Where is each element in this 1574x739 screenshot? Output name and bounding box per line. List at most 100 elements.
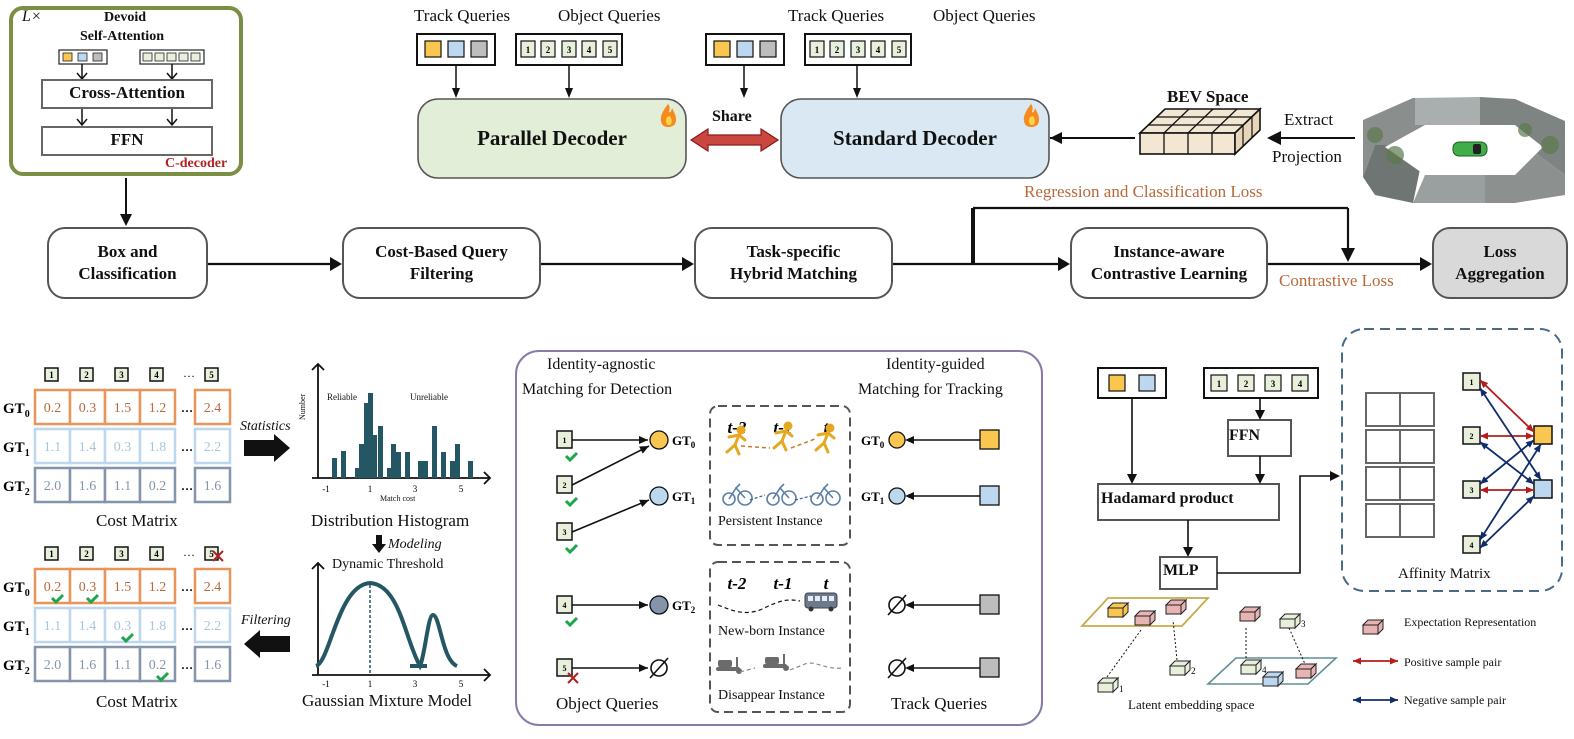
contrastive-learning-line1: Instance-aware xyxy=(1113,242,1225,261)
cost-cell xyxy=(68,466,107,504)
cost-cell xyxy=(138,645,177,683)
cost-cell xyxy=(138,427,177,465)
time-label: t-2 xyxy=(728,574,747,593)
gt-row-label: GT1 xyxy=(3,440,30,459)
query-id-text: 2 xyxy=(84,549,89,559)
hybrid-matching-panel xyxy=(515,350,1043,726)
cost-cell xyxy=(193,388,232,426)
cost-value: 0.3 xyxy=(114,619,132,634)
cost-cell xyxy=(193,606,232,644)
gmm-tick: -1 xyxy=(322,679,330,689)
histogram-bar xyxy=(332,458,337,478)
affinity-cell xyxy=(1365,503,1401,538)
svg-text:1: 1 xyxy=(526,45,531,55)
query-id-text: 1 xyxy=(49,370,54,380)
scooter-icon xyxy=(716,657,742,674)
loss-aggregation-line1: Loss xyxy=(1483,242,1517,261)
row-ellipsis: … xyxy=(181,580,193,594)
standard-decoder-label: Standard Decoder xyxy=(833,126,997,150)
svg-text:1: 1 xyxy=(815,45,820,55)
affinity-matrix-panel xyxy=(1341,328,1563,592)
negative-pair-arrow xyxy=(1479,439,1535,485)
dynamic-threshold-label: Dynamic Threshold xyxy=(332,557,444,572)
object-queries-label-right: Object Queries xyxy=(933,6,1036,25)
svg-text:3: 3 xyxy=(856,45,861,55)
affinity-cell xyxy=(1365,429,1401,464)
time-label: t xyxy=(824,574,830,593)
cost-cell xyxy=(193,567,232,605)
cost-value: 1.2 xyxy=(149,401,167,416)
match-arrow xyxy=(571,445,650,486)
affinity-cell xyxy=(1399,466,1435,501)
bev-space-graphic xyxy=(1050,97,1565,203)
mlp-node xyxy=(1159,556,1218,590)
check-icon xyxy=(564,451,579,463)
row-ellipsis: … xyxy=(181,619,193,633)
object-query-id: 3 xyxy=(1271,379,1276,389)
cost-value: 1.1 xyxy=(44,619,62,634)
gt-row-label: GT1 xyxy=(3,619,30,638)
hadamard-node-label: Hadamard product xyxy=(1101,490,1234,507)
query-id-text: 5 xyxy=(209,370,214,380)
latent-cube xyxy=(1096,676,1120,694)
affinity-query-box xyxy=(1462,372,1481,391)
query-id-box xyxy=(44,546,59,561)
legend-expectation-icon xyxy=(1361,618,1385,636)
query-id-box xyxy=(79,367,94,382)
ellipsis: … xyxy=(183,545,195,559)
cost-value: 1.8 xyxy=(149,619,167,634)
histogram-bar xyxy=(387,468,392,478)
histogram-bar xyxy=(450,461,455,478)
modeling-arrow xyxy=(372,535,386,553)
gt-label: GT1 xyxy=(861,489,885,506)
histogram-tick: 3 xyxy=(413,484,418,494)
affinity-query-id: 4 xyxy=(1470,541,1474,550)
cost-value: 1.6 xyxy=(204,658,222,673)
hybrid-matching-line2: Hybrid Matching xyxy=(729,264,858,283)
cost-value: 1.1 xyxy=(44,440,62,455)
transient-instance-box xyxy=(709,561,851,713)
match-arrow xyxy=(571,499,650,533)
self-attention-label-2: Self-Attention xyxy=(80,29,164,44)
box-classification-line2: Classification xyxy=(78,264,177,283)
query-id-text: 3 xyxy=(119,370,124,380)
cost-cell xyxy=(103,427,142,465)
cross-icon xyxy=(567,672,579,684)
gmm-tick: 5 xyxy=(459,679,464,689)
histogram-tick: 1 xyxy=(368,484,373,494)
cost-cell xyxy=(138,567,177,605)
object-query-box xyxy=(1237,374,1255,392)
track-box-orange xyxy=(1533,425,1553,445)
ffn-label: FFN xyxy=(110,130,144,149)
histogram-bar xyxy=(378,426,383,478)
gmm-tick: 3 xyxy=(413,679,418,689)
latent-id: 4 xyxy=(1262,665,1267,675)
extract-label: Extract xyxy=(1284,110,1334,129)
svg-text:3: 3 xyxy=(567,45,572,55)
cost-cell xyxy=(138,388,177,426)
persistent-instance-box xyxy=(709,405,851,546)
row-ellipsis: … xyxy=(181,440,193,454)
cost-value: 0.3 xyxy=(79,580,97,595)
histogram-tick: -1 xyxy=(322,484,330,494)
share-label: Share xyxy=(712,108,752,125)
affinity-cell xyxy=(1365,392,1401,427)
newborn-instance-label: New-born Instance xyxy=(718,624,825,639)
c-decoder-label: C-decoder xyxy=(165,156,228,171)
object-query-id: 2 xyxy=(563,481,567,490)
cyclist-icon xyxy=(766,483,797,506)
gt-row-label: GT0 xyxy=(3,580,30,599)
expectation-cube xyxy=(1133,609,1157,627)
gt-label: GT0 xyxy=(672,433,696,450)
surround-camera-image xyxy=(1363,97,1565,203)
empty-set-icon xyxy=(650,659,668,677)
query-id-text: 5 xyxy=(209,549,214,559)
contrastive-loss-label: Contrastive Loss xyxy=(1279,271,1394,290)
projection-label: Projection xyxy=(1272,147,1342,166)
track-query-box xyxy=(979,485,1000,506)
histogram-bar xyxy=(405,452,410,478)
tracking-title-2: Matching for Tracking xyxy=(858,381,1003,398)
cost-value: 1.6 xyxy=(79,479,97,494)
object-query-box xyxy=(1264,374,1282,392)
